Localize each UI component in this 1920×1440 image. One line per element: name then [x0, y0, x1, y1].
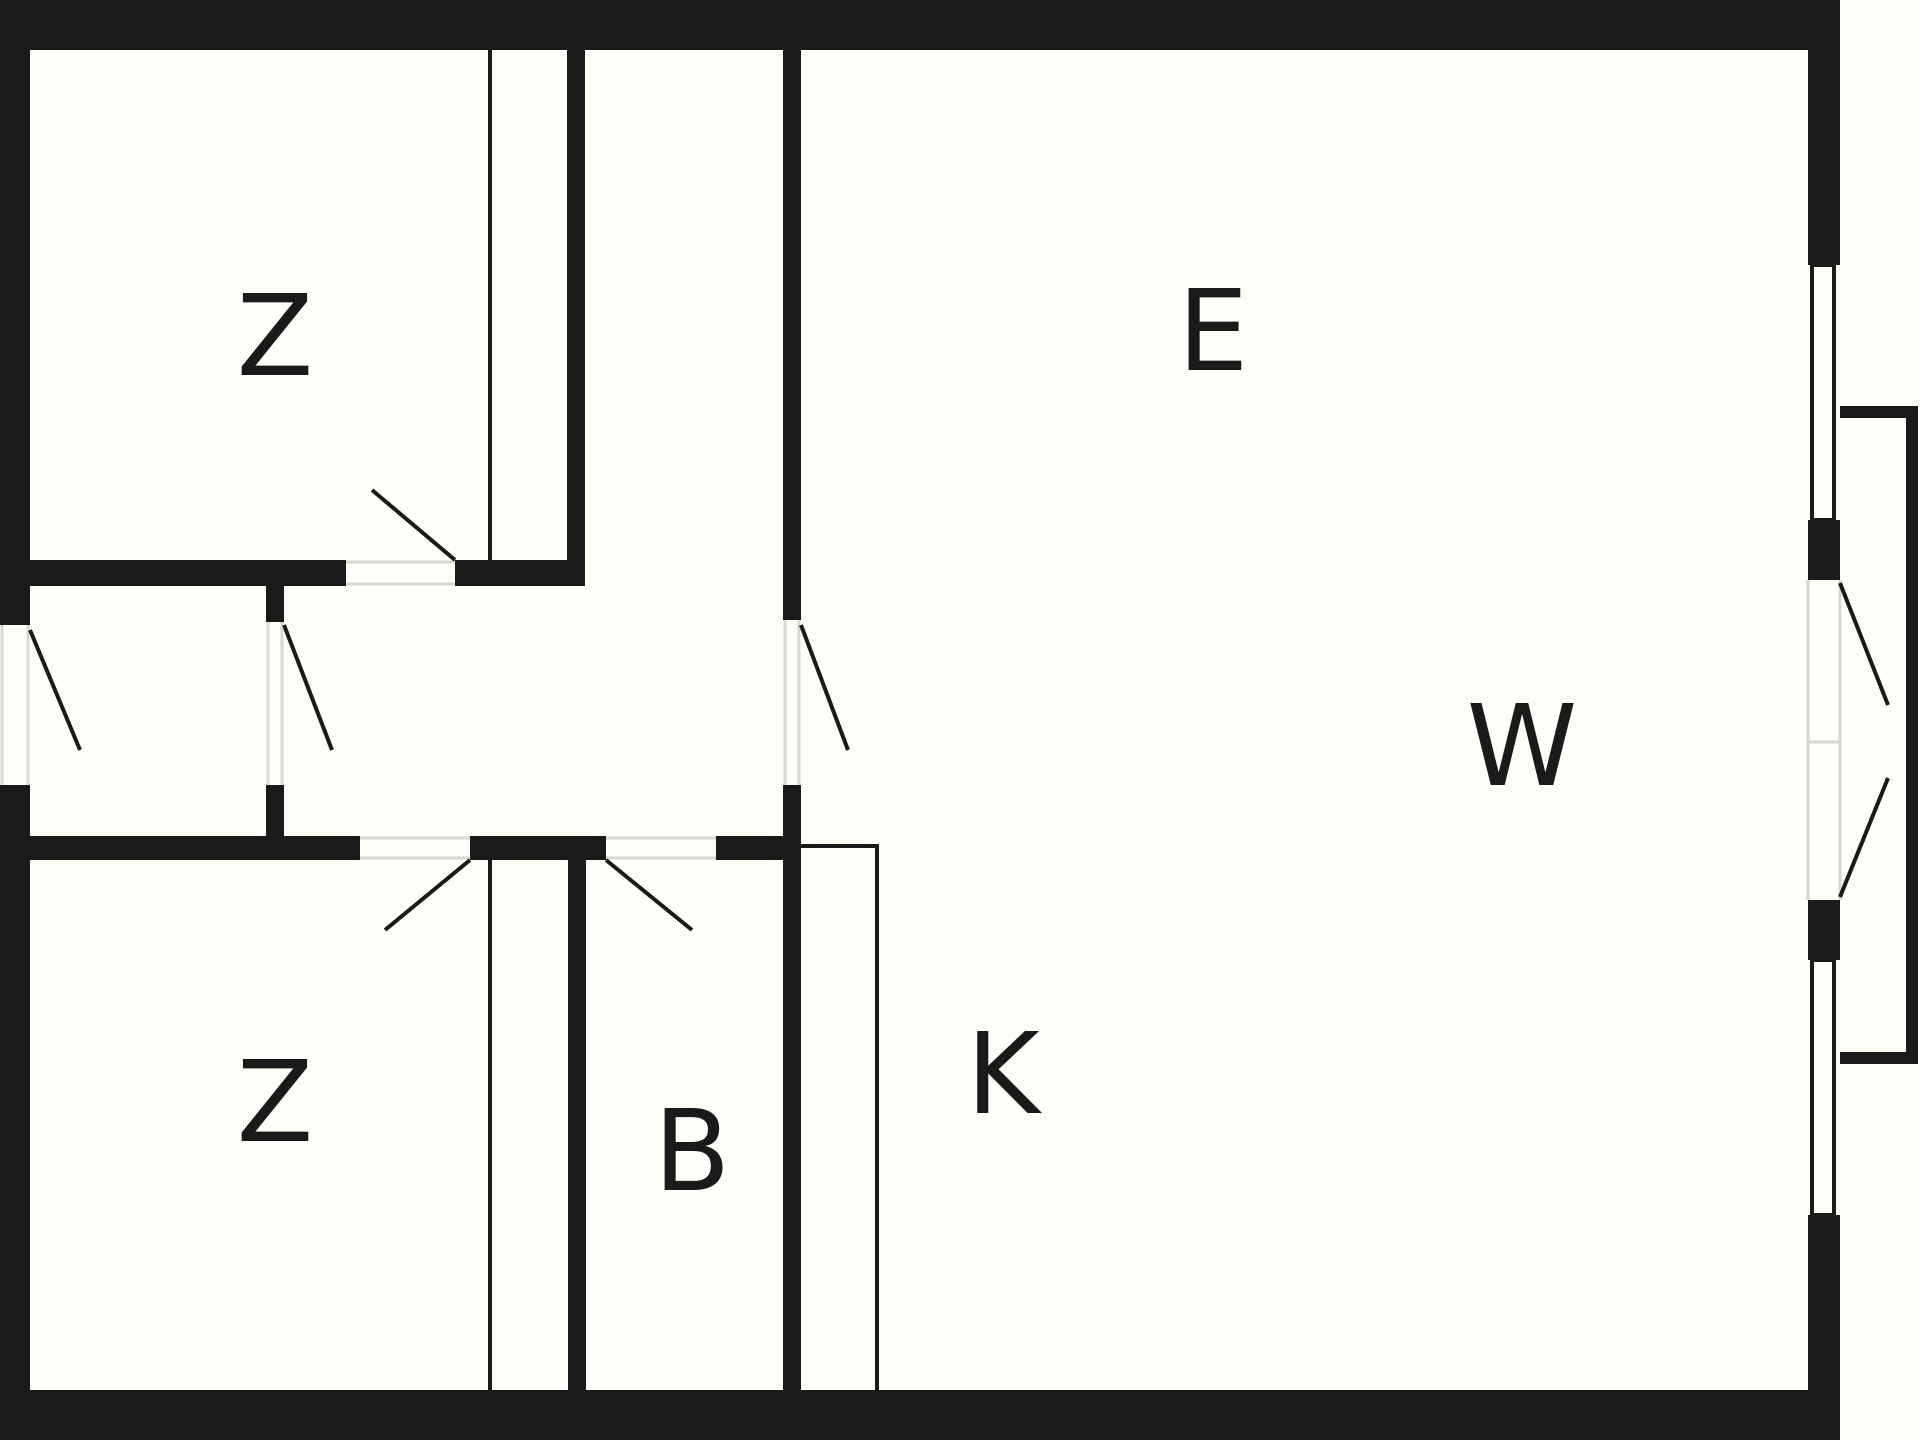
right-windows — [1806, 263, 1842, 1217]
wall-right-pier-lower — [1808, 900, 1840, 960]
wall-entry-stub-lower — [266, 785, 284, 837]
window-right-lower — [1810, 958, 1836, 1217]
wall-left-lower — [0, 785, 30, 1440]
room-label-kitchen: K — [966, 1010, 1042, 1140]
wall-hall-east-lower — [783, 785, 801, 1390]
interior-walls — [30, 50, 801, 1390]
wall-top-bedroom-south — [30, 560, 346, 586]
wall-bottom — [0, 1390, 1840, 1440]
door-swings — [28, 488, 1890, 932]
wall-bathroom-west — [568, 860, 586, 1390]
wall-bathroom-north-right — [716, 836, 792, 860]
door-swing-living — [799, 624, 850, 751]
door-openings — [0, 560, 801, 860]
wall-bottom-bedroom-north-mid — [470, 836, 606, 860]
wall-bottom-bedroom-north-left — [30, 836, 360, 860]
room-label-living-right: W — [1467, 682, 1578, 812]
door-swing-entrance — [28, 629, 82, 751]
wall-right-bottom — [1808, 1215, 1840, 1440]
wall-top-bedroom-east — [567, 50, 585, 586]
exterior-walls — [0, 0, 1840, 1440]
room-label-bedroom-bottom: Z — [237, 1038, 314, 1168]
window-right-upper — [1810, 263, 1836, 522]
room-label-living-top: E — [1178, 267, 1249, 397]
room-label-bathroom: B — [654, 1087, 731, 1217]
door-swing-balcony-upper — [1838, 582, 1890, 706]
wall-right-top — [1808, 0, 1840, 265]
wall-top-bedroom-south-right — [455, 560, 585, 586]
wall-left-upper — [0, 0, 30, 625]
door-swing-entry — [282, 624, 334, 751]
wall-hall-east-upper — [783, 50, 801, 620]
door-swing-top-bedroom — [370, 488, 457, 562]
wall-right-pier-upper — [1808, 520, 1840, 580]
balcony-outline — [1840, 406, 1918, 1064]
room-label-bedroom-top: Z — [237, 272, 314, 402]
door-swing-bathroom — [604, 858, 694, 932]
wall-entry-stub-upper — [266, 586, 284, 622]
door-swing-bottom-bedroom — [383, 858, 472, 932]
kitchen-counter — [801, 844, 879, 1390]
room-labels: Z E W Z B K — [237, 267, 1578, 1217]
door-swing-balcony-lower — [1838, 777, 1890, 898]
wall-top — [0, 0, 1840, 50]
fixtures — [488, 50, 879, 1390]
